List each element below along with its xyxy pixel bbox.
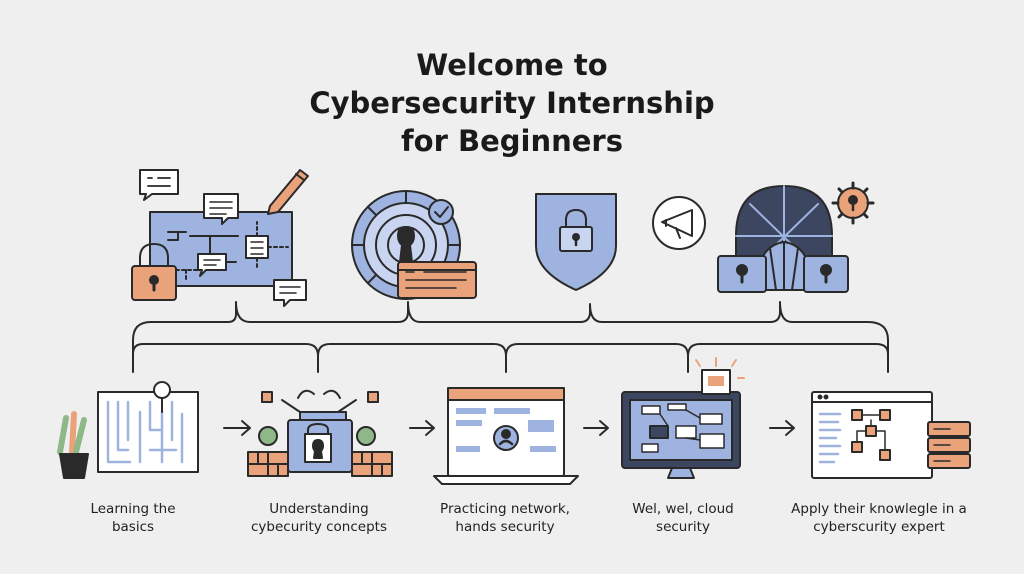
pencil-icon <box>267 169 309 215</box>
server-lock-icon <box>247 389 393 477</box>
step-2-label: Understanding cybecurity concepts <box>226 500 412 536</box>
padlock-icon <box>717 255 767 293</box>
arrow-right-icon <box>409 420 435 436</box>
lamp-icon <box>695 357 745 395</box>
step-2-line-2: cybecurity concepts <box>250 519 387 535</box>
step-3-line-1: Practicing network, <box>440 501 570 517</box>
step-5-line-2: cyberscurity expert <box>813 519 945 535</box>
title-line-2: Cybersecurity Internship <box>309 86 715 120</box>
dome-icon <box>735 185 833 291</box>
megaphone-icon <box>652 196 706 250</box>
step-5-line-1: Apply their knowlegle in a <box>791 501 967 517</box>
arrow-right-icon <box>223 420 251 436</box>
maze-icon <box>97 381 199 473</box>
step-1-label: Learning the basics <box>40 500 226 536</box>
shield-lock-icon <box>535 193 617 291</box>
server-stack-icon <box>927 421 971 469</box>
padlock-icon <box>803 255 849 293</box>
chat-bubble-icon <box>197 253 227 277</box>
flowchart-window-icon <box>811 391 933 479</box>
step-3-label: Practicing network, hands security <box>412 500 598 536</box>
monitor-icon <box>621 391 741 479</box>
step-2-line-1: Understanding <box>269 501 369 517</box>
step-4-label: Wel, wel, cloud security <box>590 500 776 536</box>
step-5-label: Apply their knowlegle in a cyberscurity … <box>776 500 982 536</box>
laptop-icon <box>433 387 579 485</box>
chat-bubble-icon <box>139 169 179 201</box>
plant-pot-icon <box>57 411 89 479</box>
title-line-1: Welcome to <box>416 48 608 82</box>
checkmark-badge-icon <box>428 199 454 225</box>
gear-lock-icon <box>831 181 875 225</box>
step-1-line-1: Learning the <box>90 501 176 517</box>
step-4-line-1: Wel, wel, cloud <box>632 501 734 517</box>
chat-bubble-icon <box>203 193 239 225</box>
padlock-icon <box>131 243 177 301</box>
bracket-connector <box>132 301 889 373</box>
title-line-3: for Beginners <box>401 124 623 158</box>
chat-bubble-icon <box>273 279 307 307</box>
step-4-line-2: security <box>656 519 710 535</box>
step-3-line-2: hands security <box>455 519 555 535</box>
arrow-right-icon <box>769 420 795 436</box>
arrow-right-icon <box>583 420 609 436</box>
id-card-icon <box>397 261 477 299</box>
step-1-line-2: basics <box>111 519 155 535</box>
